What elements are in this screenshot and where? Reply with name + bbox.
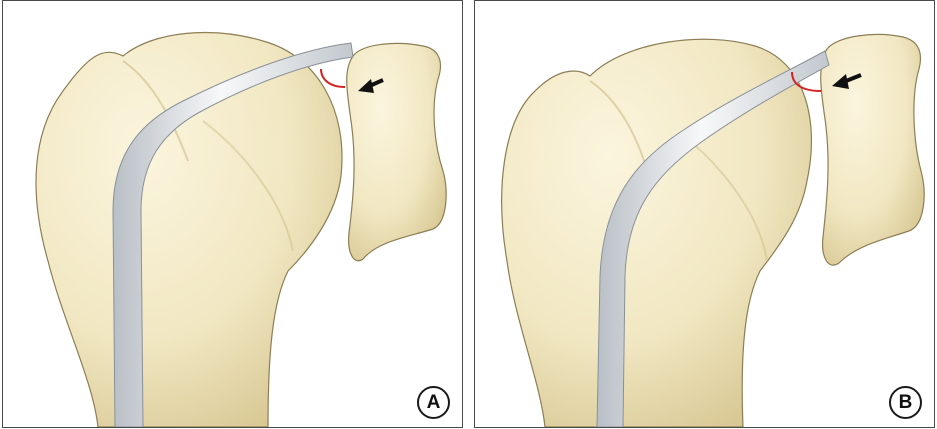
panel-b: B — [474, 0, 935, 428]
acromion-bone — [347, 43, 446, 260]
humerus-bone — [36, 33, 342, 427]
shoulder-illustration-a — [3, 1, 462, 427]
gap-marker — [321, 69, 345, 87]
panel-label-b: B — [889, 386, 922, 419]
panel-label-a: A — [417, 386, 450, 419]
shoulder-illustration-b — [475, 1, 934, 427]
acromion-bone — [821, 34, 924, 265]
panel-a: A — [2, 0, 463, 428]
